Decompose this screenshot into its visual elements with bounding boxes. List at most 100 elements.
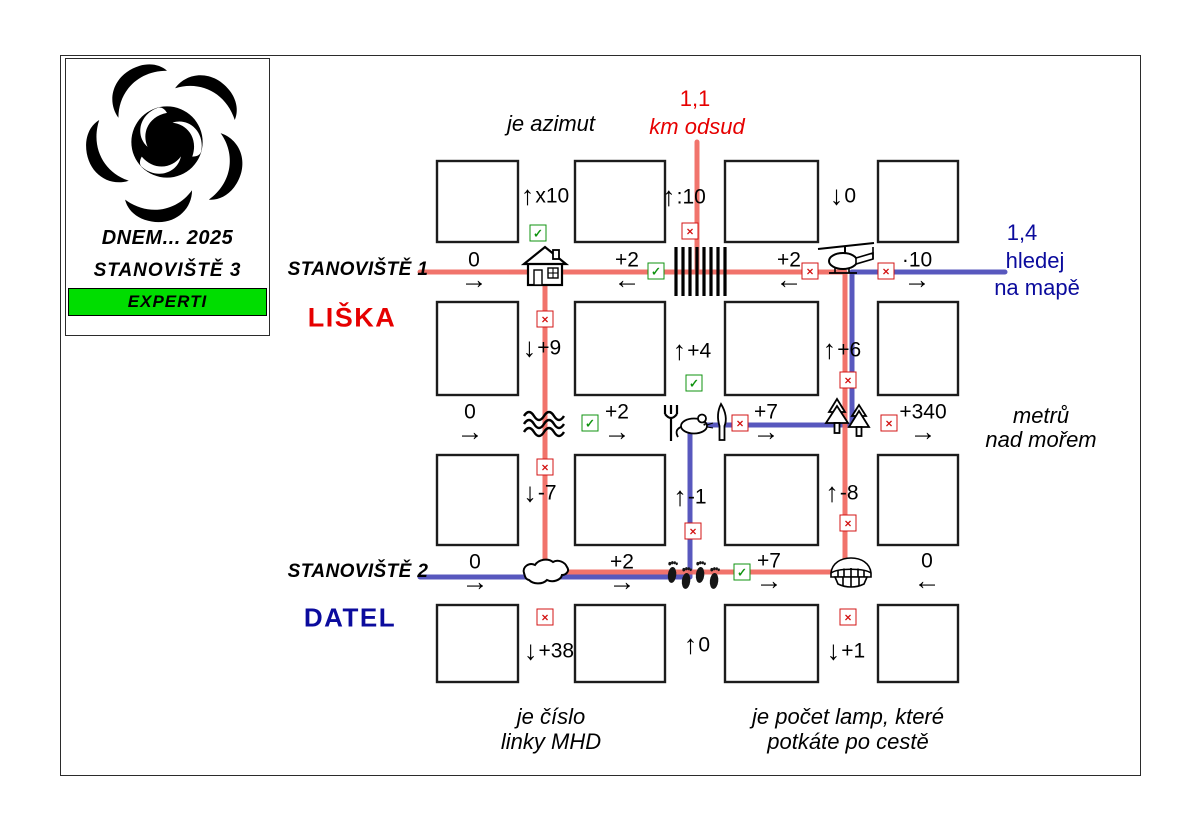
clue-value: 0 <box>468 248 480 272</box>
checkbox-cross-icon: × <box>684 522 702 540</box>
station1-label: STANOVIŠTĚ 1 <box>287 259 429 280</box>
route1-name: LIŠKA <box>307 302 397 333</box>
right-arrow-icon: → <box>752 416 780 447</box>
clue-value: +6 <box>837 338 862 362</box>
station-number-label: STANOVIŠTĚ 3 <box>93 260 242 281</box>
down-arrow-icon: ↓ <box>523 477 537 508</box>
up-arrow-icon: ↑ <box>672 335 687 366</box>
city-block <box>573 603 667 684</box>
checkbox-cross-icon: × <box>681 222 699 240</box>
helicopter-icon <box>817 242 875 274</box>
page-border <box>60 55 1141 776</box>
map-caption-1: hledej <box>1005 248 1065 273</box>
right-arrow-icon: → <box>903 264 931 295</box>
checkbox-check-icon: ✓ <box>529 224 547 242</box>
city-block <box>435 603 520 684</box>
street-clue-r1-dot10: ·10→ <box>901 248 933 295</box>
street-clue-r2-plus2: +2→ <box>604 400 631 444</box>
checkbox-check-icon: ✓ <box>685 374 703 392</box>
map-caption-2: na mapě <box>994 275 1080 300</box>
city-blocks <box>435 159 960 684</box>
clue-value: +7 <box>754 400 778 424</box>
street-clue-r1-plus2a: +2← <box>613 248 641 295</box>
mhd-caption-1: je číslo <box>516 704 586 729</box>
clue-value: +2 <box>615 248 639 272</box>
street-clue-r3-plus7: +7→ <box>755 549 783 596</box>
left-arrow-icon: ← <box>613 264 641 295</box>
checkbox-cross-icon: × <box>731 414 749 432</box>
left-arrow-icon: ← <box>913 565 941 596</box>
clue-value: 0 <box>464 400 476 424</box>
checkbox-cross-icon: × <box>536 458 554 476</box>
pine-trees-icon <box>824 397 871 437</box>
event-logo-box: DNEM... 2025 STANOVIŠTĚ 3 EXPERTI <box>65 58 270 336</box>
fence-icon <box>674 247 727 296</box>
km-value: 1,1 <box>679 86 711 111</box>
street-clue-r3-0a: 0→ <box>462 550 489 594</box>
checkbox-check-icon: ✓ <box>647 262 665 280</box>
city-block <box>573 159 667 244</box>
street-clue-plus9: ↓+9 <box>523 334 561 362</box>
up-arrow-icon: ↑ <box>822 334 837 365</box>
city-block <box>723 603 820 684</box>
right-arrow-icon: → <box>755 565 783 596</box>
checkbox-cross-icon: × <box>801 262 819 280</box>
clue-value: +2 <box>610 550 634 574</box>
street-clue-r1-plus2b: +2← <box>775 248 803 295</box>
clue-value: -8 <box>839 481 859 505</box>
clue-value: 0 <box>844 184 857 208</box>
clue-value: ·10 <box>901 248 933 272</box>
checkbox-cross-icon: × <box>839 608 857 626</box>
clue-value: -7 <box>537 481 557 505</box>
clue-value: +340 <box>899 400 947 424</box>
city-block <box>723 159 820 244</box>
clue-value: 0 <box>921 549 933 573</box>
city-block <box>723 453 820 547</box>
house-icon <box>520 245 570 287</box>
footprints-icon <box>667 561 720 589</box>
clue-value: 0 <box>698 633 711 657</box>
street-clue-minus1: ↑-1 <box>673 483 706 511</box>
elevation-caption-2: nad mořem <box>985 427 1097 452</box>
checkbox-cross-icon: × <box>536 310 554 328</box>
knife-icon <box>717 402 727 441</box>
street-clue-top0: ↓0 <box>829 180 857 211</box>
street-clue-minus8: ↑-8 <box>825 477 859 508</box>
street-clue-plus4: ↑+4 <box>672 335 712 366</box>
street-clue-minus7: ↓-7 <box>523 477 557 508</box>
street-clue-div10: ↑:10 <box>662 183 706 211</box>
station2-label: STANOVIŠTĚ 2 <box>287 561 429 582</box>
checkbox-cross-icon: × <box>839 371 857 389</box>
route-liska-line <box>417 139 852 576</box>
street-clue-r3-plus2: +2→ <box>608 550 636 597</box>
city-block <box>573 453 667 547</box>
street-clue-r2-plus7: +7→ <box>752 400 780 447</box>
city-block <box>435 453 520 547</box>
right-arrow-icon: → <box>909 416 937 447</box>
clue-value: +38 <box>538 639 575 663</box>
mouse-icon <box>675 413 714 438</box>
clue-value: +2 <box>605 400 629 424</box>
city-block <box>723 300 820 397</box>
clue-value: +4 <box>687 339 712 363</box>
event-name: DNEM... 2025 <box>101 227 234 249</box>
city-block <box>573 300 667 397</box>
checkbox-cross-icon: × <box>839 514 857 532</box>
city-block <box>876 603 960 684</box>
up-arrow-icon: ↑ <box>825 477 839 508</box>
left-arrow-icon: ← <box>775 264 803 295</box>
clue-value: 0 <box>469 550 481 574</box>
checkbox-check-icon: ✓ <box>733 563 751 581</box>
street-clue-plus38: ↓+38 <box>524 637 575 665</box>
clue-value: +7 <box>757 549 781 573</box>
swirl-logo-icon <box>86 64 243 223</box>
street-clue-r2-plus340: +340→ <box>899 400 947 447</box>
street-clue-x10: ↑x10 <box>521 182 569 210</box>
down-arrow-icon: ↓ <box>829 180 844 211</box>
checkbox-cross-icon: × <box>536 608 554 626</box>
right-arrow-icon: → <box>608 566 636 597</box>
azimut-caption: je azimut <box>506 111 596 136</box>
clue-value: +2 <box>777 248 801 272</box>
right-arrow-icon: → <box>456 416 484 447</box>
